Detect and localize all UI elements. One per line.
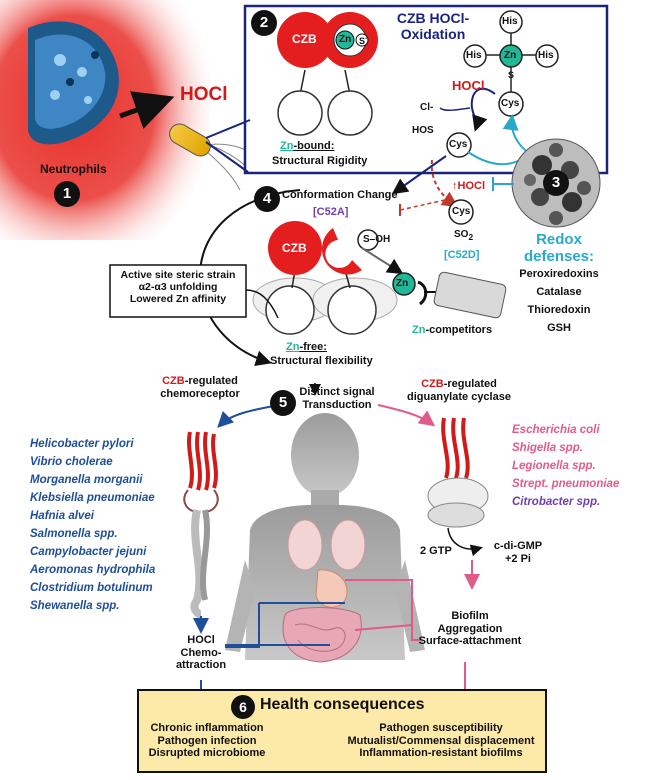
- cys-top: Cys: [501, 98, 520, 109]
- structural-flexibility-label: Structural flexibility: [270, 355, 373, 367]
- step-3-badge: 3: [543, 170, 569, 196]
- zn-free-label: Zn-free:: [286, 341, 327, 353]
- gtp-label: 2 GTP: [420, 545, 452, 557]
- zn-site-label: Zn: [504, 50, 517, 61]
- zn-released-label: Zn: [396, 278, 409, 289]
- neutrophils-label: Neutrophils: [40, 162, 107, 176]
- neutrophil-cell: [0, 0, 210, 240]
- zn-his-site: [446, 10, 559, 158]
- c52a-label: [C52A]: [313, 206, 349, 218]
- diguanylate-cyclase-protein: [427, 417, 489, 528]
- czb-label: CZB: [292, 32, 317, 46]
- his-top: His: [502, 16, 518, 27]
- step-1-badge: 1: [54, 181, 80, 207]
- human-body: [225, 413, 425, 663]
- hocl-label: HOCl: [180, 84, 228, 105]
- s-site-label: S: [508, 70, 515, 80]
- czb-free-label: CZB: [282, 241, 307, 255]
- c52d-label: [C52D]: [444, 249, 480, 261]
- structural-rigidity-label: Structural Rigidity: [272, 155, 368, 167]
- strain-box: [109, 264, 247, 318]
- zn-label: Zn: [339, 34, 352, 45]
- step-6-badge: 6: [231, 695, 255, 719]
- czb-dimer-free: [252, 221, 507, 335]
- his-right: His: [538, 50, 554, 61]
- hocl-oxidant: HOCl: [452, 78, 485, 93]
- s-oh-label: S–OH: [363, 234, 391, 245]
- hos-label: HOS: [412, 125, 434, 136]
- s-minus-label: S-: [359, 33, 368, 46]
- czb-dimer-bound: [277, 12, 378, 136]
- step-5-badge: 5: [270, 390, 296, 416]
- cys-oxidized: Cys: [449, 139, 468, 150]
- cl-label: Cl-: [420, 102, 434, 113]
- health-consequences-title: Health consequences: [260, 696, 425, 713]
- zn-bound-label: Zn-bound:: [280, 140, 335, 152]
- panel-6-box: [137, 689, 547, 773]
- step-2-badge: 2: [251, 10, 277, 36]
- step-4-badge: 4: [254, 186, 280, 212]
- so2-label: SO2: [454, 229, 474, 242]
- his-left: His: [466, 50, 482, 61]
- chemoreceptor-protein: [183, 431, 219, 619]
- cdigmp-label: c-di-GMP+2 Pi: [493, 540, 543, 565]
- zn-competitors-label: Zn-competitors: [412, 324, 493, 336]
- conformation-change-label: Conformation Change: [282, 189, 398, 201]
- up-hocl-label: ↑HOCl: [452, 180, 485, 192]
- panel-2-title: CZB HOCl-Oxidation: [396, 10, 470, 43]
- cys-so2: Cys: [452, 206, 471, 217]
